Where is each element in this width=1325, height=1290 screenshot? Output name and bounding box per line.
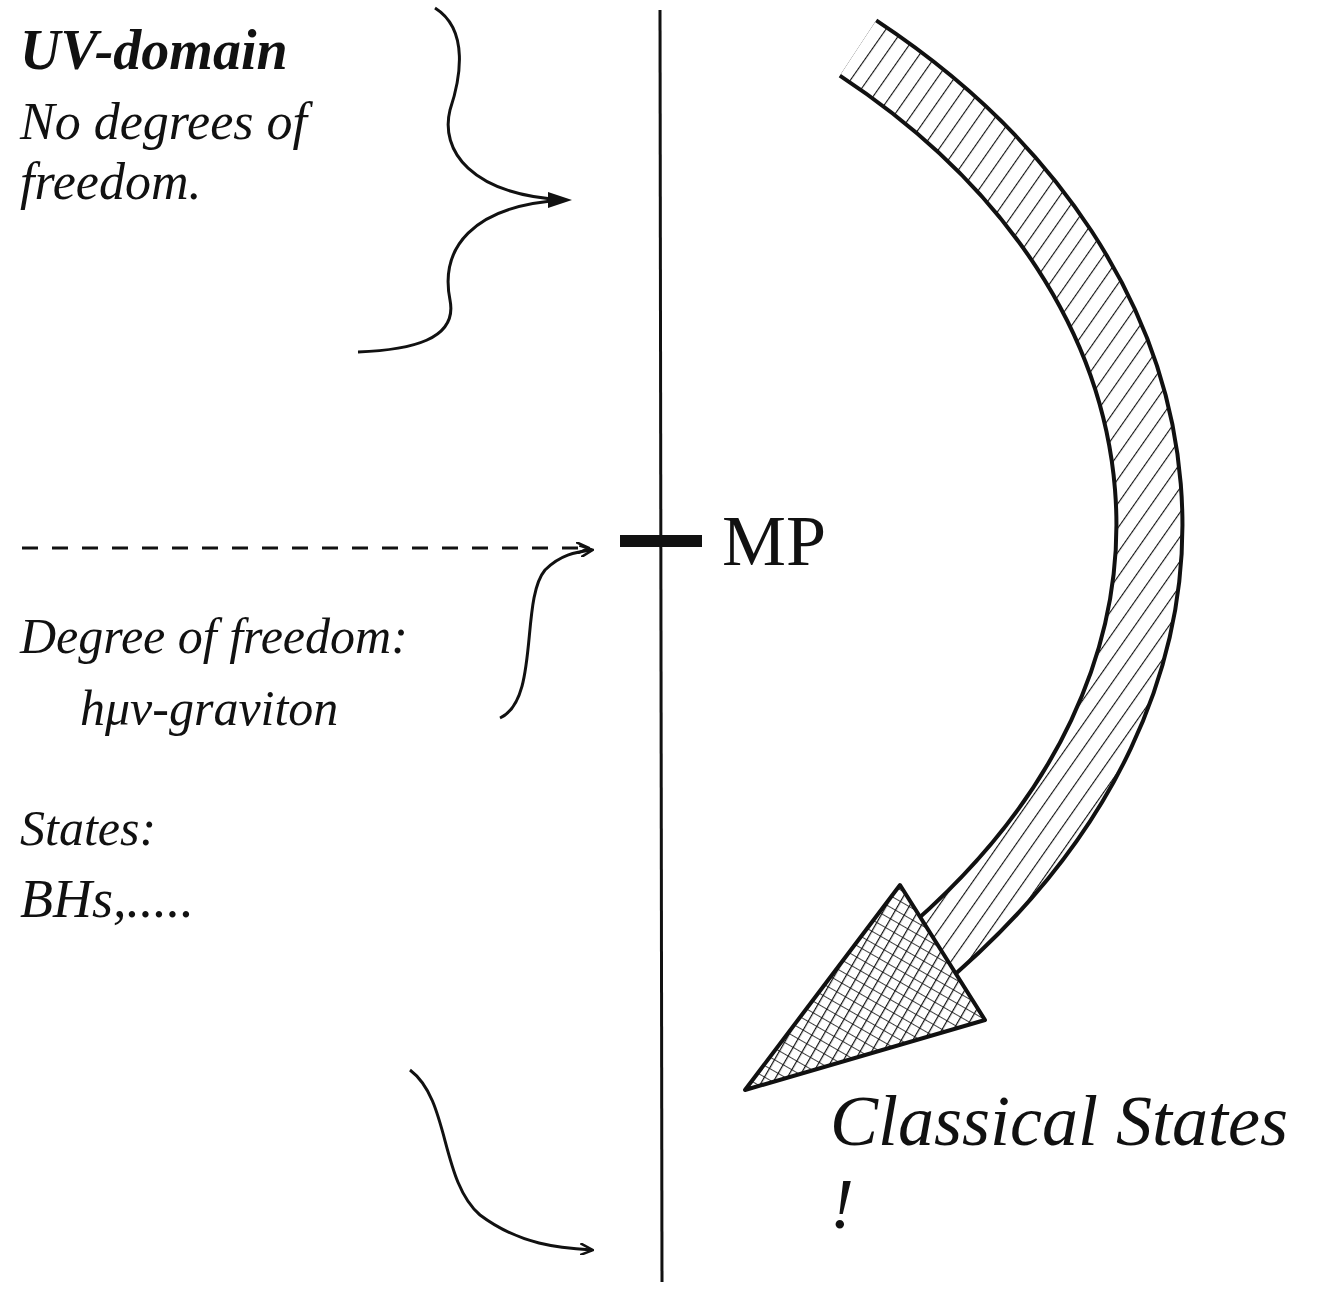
- planck-tick: [620, 535, 702, 547]
- brace: [358, 8, 565, 352]
- states-list: BHs,.....: [20, 868, 420, 930]
- outcome-label: Classical States !: [830, 1080, 1300, 1246]
- scale-label: MP: [722, 500, 922, 583]
- region-title: UV-domain: [20, 18, 480, 82]
- region-note: No degrees of freedom.: [20, 92, 440, 212]
- field-label: hμν-graviton: [80, 680, 500, 738]
- states-pointer: [410, 1070, 592, 1250]
- flow-arrowhead: [745, 885, 985, 1090]
- brace-arrowhead: [548, 192, 572, 208]
- dof-label: Degree of freedom:: [20, 608, 580, 666]
- states-label: States:: [20, 800, 420, 858]
- flow-arrow-outline: [858, 48, 1149, 965]
- flow-arrow-body: [858, 48, 1149, 965]
- dashed-pointer: [22, 547, 588, 550]
- graviton-pointer: [500, 550, 592, 718]
- scale-axis: [660, 10, 662, 1282]
